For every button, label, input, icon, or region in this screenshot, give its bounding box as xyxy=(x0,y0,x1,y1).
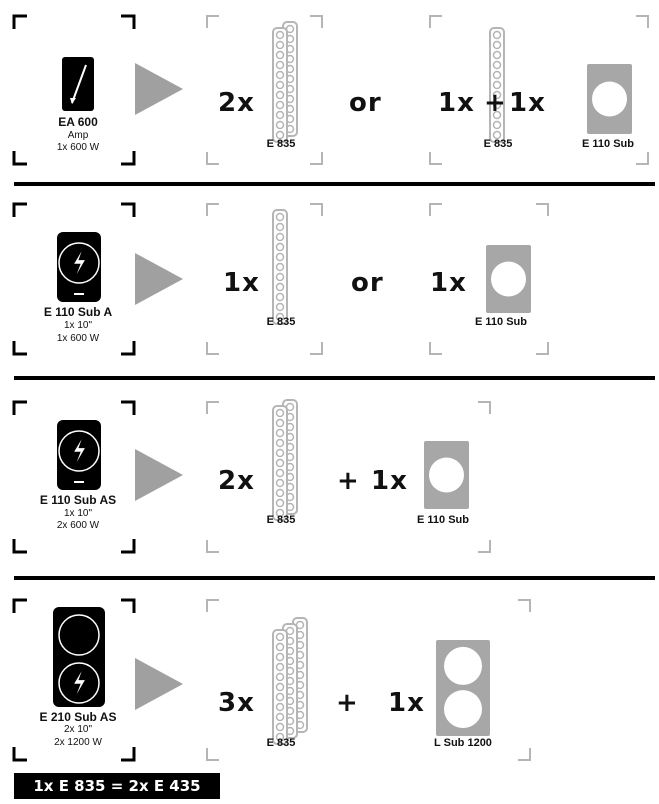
speaker-label: E 110 Sub xyxy=(417,514,469,526)
count-label: 1x xyxy=(388,688,425,718)
option-frame xyxy=(206,599,531,761)
count-label: 1x xyxy=(430,268,467,298)
device-spec: Amp xyxy=(67,130,89,141)
speaker-label: E 835 xyxy=(266,316,296,328)
column-speaker-icon xyxy=(272,629,288,745)
source-frame xyxy=(12,400,136,554)
option-frame xyxy=(429,15,649,165)
option-frame xyxy=(206,15,323,165)
count-label: 2x xyxy=(218,466,255,496)
column-speaker-icon xyxy=(272,405,288,521)
option-frame xyxy=(206,401,491,553)
speaker-label: E 835 xyxy=(266,138,296,150)
speaker-label: E 835 xyxy=(266,737,296,749)
subwoofer-icon xyxy=(587,64,632,134)
column-speaker-icon xyxy=(489,27,505,143)
device-name: E 210 Sub AS xyxy=(39,710,117,724)
plus-label: + xyxy=(336,688,359,718)
device-spec: 2x 600 W xyxy=(56,520,100,531)
device-spec: 1x 10" xyxy=(63,320,92,331)
arrow-icon xyxy=(135,449,183,501)
count-label: 2x xyxy=(218,88,255,118)
option-frame xyxy=(429,203,549,355)
arrow-icon xyxy=(135,63,183,115)
column-speaker-icon xyxy=(272,27,288,143)
connector-label: or xyxy=(349,88,382,118)
plus-label: + xyxy=(484,88,507,118)
connector-label: or xyxy=(351,268,384,298)
count-label: 1x xyxy=(438,88,475,118)
speaker-label: E 835 xyxy=(483,138,513,150)
column-speaker-icon xyxy=(272,209,288,325)
option-frame xyxy=(206,203,323,355)
device-name: E 110 Sub AS xyxy=(39,493,117,507)
speaker-label: E 110 Sub xyxy=(475,316,527,328)
device-spec: 1x 600 W xyxy=(56,142,100,153)
subwoofer-amp-icon xyxy=(53,607,105,707)
count-label: 1x xyxy=(509,88,546,118)
source-frame xyxy=(12,14,136,166)
device-name: E 110 Sub A xyxy=(43,305,113,319)
count-label: 1x xyxy=(371,466,408,496)
device-spec: 1x 600 W xyxy=(56,333,100,344)
device-name: EA 600 xyxy=(58,115,98,129)
footnote-box: 1x E 835 = 2x E 435 xyxy=(14,773,220,799)
speaker-label: E 835 xyxy=(266,514,296,526)
source-frame xyxy=(12,598,136,762)
device-spec: 2x 10" xyxy=(63,724,92,735)
subwoofer-amp-icon xyxy=(57,232,101,302)
subwoofer-icon xyxy=(424,441,469,509)
subwoofer-icon xyxy=(486,245,531,313)
subwoofer-amp-icon xyxy=(57,420,101,490)
section-divider xyxy=(14,182,655,186)
subwoofer-icon xyxy=(436,640,490,736)
count-label: 3x xyxy=(218,688,255,718)
plus-label: + xyxy=(337,466,360,496)
section-divider xyxy=(14,576,655,580)
speaker-label: E 110 Sub xyxy=(582,138,634,150)
speaker-label: L Sub 1200 xyxy=(434,737,492,749)
arrow-icon xyxy=(135,253,183,305)
device-spec: 1x 10" xyxy=(63,508,92,519)
arrow-icon xyxy=(135,658,183,710)
device-spec: 2x 1200 W xyxy=(54,737,102,748)
section-divider xyxy=(14,376,655,380)
count-label: 1x xyxy=(223,268,260,298)
source-frame xyxy=(12,202,136,356)
amp-icon xyxy=(62,57,94,111)
